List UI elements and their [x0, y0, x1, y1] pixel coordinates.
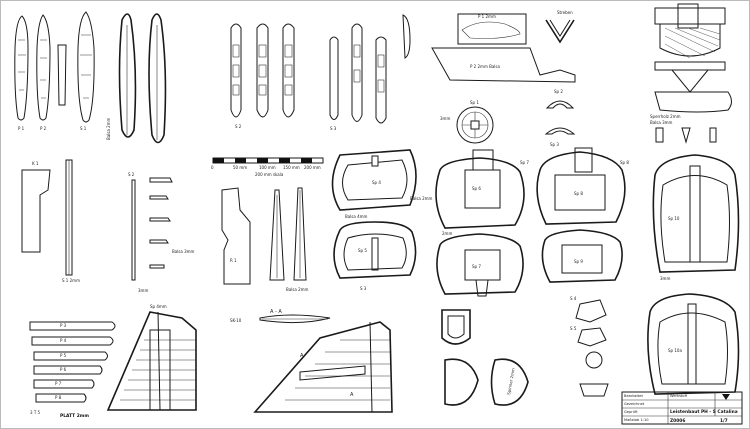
svg-text:Sp 9: Sp 9 — [574, 259, 583, 264]
svg-text:P 4: P 4 — [60, 338, 67, 343]
fuselage-plan-views: Balsa 2mm — [14, 11, 167, 144]
ring-frames: Sp 1 3mm Sp 2 Sp 3 — [440, 89, 576, 147]
title-block: Bearbeitet Gezeichnet Geprüft Maßstab 1:… — [621, 391, 743, 425]
scale-label-1: 50 mm — [233, 165, 247, 170]
scale-bar: 0 50 mm 100 mm 150 mm 200 mm 200 mm skal… — [211, 157, 324, 177]
svg-text:2mm: 2mm — [442, 231, 452, 236]
svg-text:S 3: S 3 — [360, 286, 367, 291]
svg-text:P 3: P 3 — [60, 323, 67, 328]
wing-rib-blanks — [230, 14, 411, 124]
svg-text:Balsa 2mm: Balsa 2mm — [106, 117, 111, 140]
svg-text:Sp 8: Sp 8 — [574, 191, 583, 196]
upper-right-details: Sperrholz 2mm Balsa 3mm — [650, 3, 732, 144]
fin-parts: R 1 Balsa 2mm — [221, 187, 309, 292]
svg-text:Sp 10: Sp 10 — [668, 216, 680, 221]
label-frame-sp8: Sp 8 — [620, 160, 629, 165]
stamp-text: PLATT 2mm — [60, 413, 89, 419]
scale-label-3: 150 mm — [283, 165, 300, 170]
svg-text:K 1: K 1 — [32, 161, 39, 166]
svg-text:Sp 2: Sp 2 — [554, 89, 563, 94]
title-block-row-3: Geprüft — [624, 410, 638, 414]
svg-text:Sp 7: Sp 7 — [472, 264, 481, 269]
section-label-a1: A — [300, 353, 304, 359]
svg-text:Sp 4mm: Sp 4mm — [150, 304, 167, 309]
svg-text:R 1: R 1 — [230, 258, 237, 263]
svg-text:Spinner 2mm: Spinner 2mm — [506, 368, 516, 396]
svg-text:3 T 5: 3 T 5 — [30, 410, 41, 415]
svg-text:Sp 6: Sp 6 — [472, 186, 481, 191]
note-balsa: Balsa 2mm — [410, 196, 433, 201]
svg-text:Balsa 3mm: Balsa 3mm — [172, 249, 195, 254]
svg-text:Sp 4: Sp 4 — [372, 180, 381, 185]
scale-label-2: 100 mm — [259, 165, 276, 170]
scale-label-4: 200 mm — [304, 165, 321, 170]
scale-label-0: 0 — [211, 165, 214, 170]
title-block-row-1: Bearbeitet — [624, 394, 643, 398]
svg-text:P 7: P 7 — [55, 381, 62, 386]
svg-text:Balsa 4mm: Balsa 4mm — [345, 214, 368, 219]
label-p2: P 2 — [40, 126, 47, 131]
svg-text:Sperrholz 2mm: Sperrholz 2mm — [650, 114, 681, 119]
svg-text:SK-10: SK-10 — [230, 318, 242, 323]
side-profile-plate: P 1 2mm P 2 2mm Balsa Streben — [431, 10, 576, 83]
svg-text:Sp 1: Sp 1 — [470, 100, 479, 105]
title-block-title: Leistenbaut PH - S Catalina — [670, 409, 738, 415]
title-block-row-2: Gezeichnet — [624, 402, 645, 406]
svg-text:Balsa 3mm: Balsa 3mm — [650, 120, 673, 125]
svg-text:Sp 5: Sp 5 — [358, 248, 367, 253]
bulkhead-frames: Sp 4 Balsa 4mm Sp 5 S 3 Sp 6 2mm Sp 7 Sp… — [331, 147, 740, 395]
svg-text:S 5: S 5 — [570, 326, 577, 331]
label-s2: S 2 — [235, 124, 242, 129]
cowl-and-spinner-parts: Spinner 2mm S 4 S 5 — [441, 296, 609, 406]
svg-text:P 8: P 8 — [55, 395, 62, 400]
svg-text:P 5: P 5 — [60, 353, 67, 358]
label-p1: P 1 — [18, 126, 25, 131]
wing-panel-right: A - A SK-10 A A — [230, 309, 393, 413]
svg-text:Balsa 2mm: Balsa 2mm — [286, 287, 309, 292]
keel-and-stringers: K 1 S 1 2mm S 2 Balsa 3mm — [21, 159, 195, 283]
svg-text:Streben: Streben — [557, 10, 573, 15]
section-label-a2: A — [350, 392, 354, 398]
svg-text:P 1 2mm: P 1 2mm — [478, 14, 496, 19]
label-frame-sp7: Sp 7 — [520, 160, 529, 165]
label-s1: S 1 — [80, 126, 87, 131]
title-block-row-4: Maßstab 1:10 — [624, 418, 649, 422]
company-logo-icon — [722, 394, 730, 400]
title-block-row-5: Werkstoff — [670, 394, 688, 398]
svg-text:P 2 2mm Balsa: P 2 2mm Balsa — [470, 64, 501, 69]
part-labels: P 1 P 2 S 1 S 2 S 3 Sp 7 Sp 8 3mm Balsa … — [18, 124, 629, 293]
svg-text:3mm: 3mm — [440, 116, 450, 121]
svg-text:3mm: 3mm — [660, 276, 670, 281]
svg-text:S 4: S 4 — [570, 296, 577, 301]
label-s3: S 3 — [330, 126, 337, 131]
svg-text:S 2: S 2 — [128, 172, 135, 177]
wing-panel-left: P 3 P 4 P 5 P 6 P 7 P 8 Sp 4mm 3 T 5 PLA… — [29, 304, 197, 419]
svg-text:P 6: P 6 — [60, 367, 67, 372]
note-thickness: 3mm — [138, 288, 148, 293]
svg-text:Sp 10a: Sp 10a — [668, 348, 682, 353]
svg-text:Sp 3: Sp 3 — [550, 142, 559, 147]
section-label-aa: A - A — [270, 309, 282, 315]
svg-text:S 1 2mm: S 1 2mm — [62, 278, 80, 283]
title-block-drawing-no: Z0006 — [670, 418, 685, 424]
title-block-sheet: 1/7 — [720, 418, 728, 424]
scale-caption: 200 mm skala — [255, 172, 284, 177]
